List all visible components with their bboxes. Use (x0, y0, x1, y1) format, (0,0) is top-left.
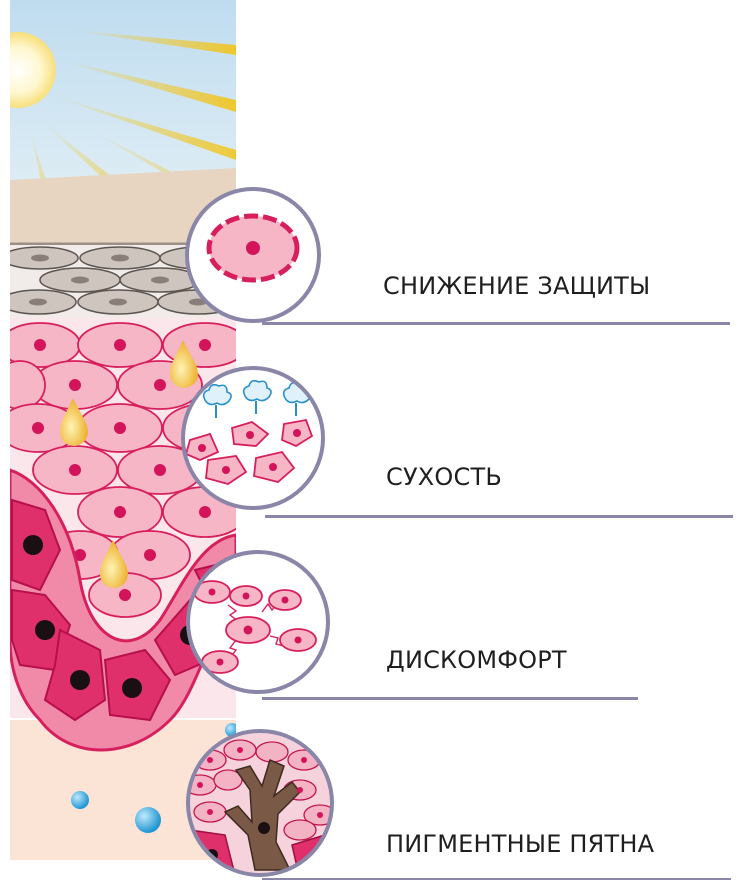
divider-line (262, 322, 730, 325)
divider-line (262, 697, 638, 700)
divider-line (262, 878, 731, 880)
label-reduced-protection: СНИЖЕНИЕ ЗАЩИТЫ (383, 272, 650, 300)
connected-cells-icon (188, 552, 328, 692)
dry-cells-icon (183, 368, 323, 508)
membrane-cell-icon (187, 189, 319, 321)
label-discomfort: ДИСКОМФОРТ (386, 646, 567, 674)
divider-line (265, 515, 733, 518)
label-pigment-spots: ПИГМЕНТНЫЕ ПЯТНА (386, 830, 654, 858)
label-dryness: СУХОСТЬ (386, 463, 502, 491)
